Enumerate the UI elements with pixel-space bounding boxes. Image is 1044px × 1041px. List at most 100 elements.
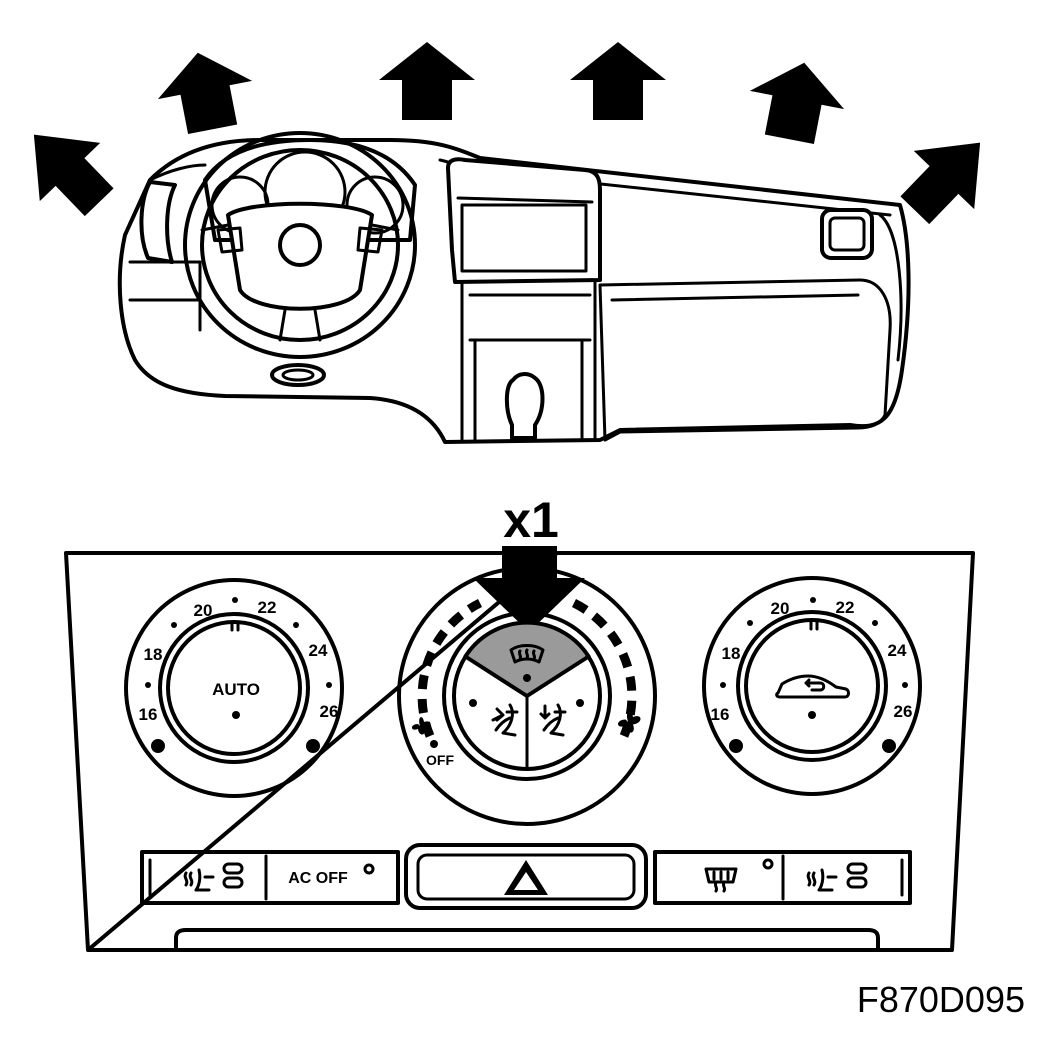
right-scale-18: 18	[722, 644, 741, 663]
left-scale-end-dot	[151, 739, 165, 753]
left-scale-20: 20	[194, 601, 213, 620]
fan-speed-scale	[417, 598, 637, 738]
left-scale-26: 26	[320, 702, 339, 721]
left-scale-22: 22	[258, 598, 277, 617]
rear-window-defrost-button[interactable]	[704, 858, 774, 893]
dashboard	[117, 131, 911, 444]
right-scale-26: 26	[894, 702, 913, 721]
right-dial-bezel	[702, 576, 922, 796]
left-scale-dot	[145, 682, 151, 688]
dash-right-end	[878, 213, 903, 362]
gauge-right	[345, 175, 405, 235]
center-stack-top	[456, 196, 594, 204]
hazard-triangle-icon	[504, 860, 548, 895]
airflow-arrow-icon	[379, 42, 475, 120]
steering-wheel-spokes	[200, 223, 400, 342]
hazard-button[interactable]	[404, 843, 648, 910]
left-scale-end-dot	[306, 739, 320, 753]
steering-wheel	[183, 131, 417, 359]
center-dial-bezel	[397, 566, 657, 826]
right-scale-22: 22	[836, 598, 855, 617]
ac-off-label: AC OFF	[288, 870, 348, 887]
seat-heater-icon	[183, 868, 215, 892]
center-fan-dial[interactable]: OFF	[397, 566, 657, 826]
left-dial-ring	[158, 612, 310, 764]
right-dial-knob[interactable]	[744, 618, 880, 754]
left-scale-dot	[326, 682, 332, 688]
center-dial-ring	[442, 611, 612, 781]
face-vent-indicator	[469, 699, 477, 707]
center-stack	[446, 157, 602, 284]
left-scale-24: 24	[309, 641, 328, 660]
airflow-arrow-icon	[33, 134, 114, 217]
defrost-indicator	[523, 674, 531, 682]
steering-column-oval-inner	[281, 368, 315, 382]
ac-off-indicator	[363, 863, 375, 875]
right-dial-center-dot	[808, 711, 816, 719]
panel-outline	[64, 551, 975, 952]
floor-vent-indicator	[576, 699, 584, 707]
left-dial-knob[interactable]	[166, 620, 302, 756]
bottom-storage-slot	[174, 928, 880, 952]
right-side-vent	[820, 208, 874, 260]
right-scale-24: 24	[888, 641, 907, 660]
press-arrow-icon	[473, 546, 585, 632]
seat-heat-level-indicator	[222, 876, 244, 889]
glove-box-lip	[610, 293, 860, 302]
right-temperature-dial[interactable]: 16 18 20 22 24 26	[702, 576, 922, 796]
left-dial-auto-label: AUTO	[212, 680, 260, 699]
left-seat-heater-button[interactable]	[153, 858, 265, 898]
right-scale-dot	[810, 597, 816, 603]
fan-icon	[412, 717, 430, 735]
right-scale-dot	[872, 620, 878, 626]
steering-column-oval	[270, 363, 326, 387]
rear-defrost-indicator	[762, 858, 774, 870]
left-temperature-dial[interactable]: AUTO 16 18 20 22 24 26	[124, 578, 344, 798]
right-dial-ring	[736, 610, 888, 762]
steering-wheel-rim-outer	[183, 131, 417, 359]
left-dial-marker	[230, 620, 240, 632]
left-dial-bezel	[124, 578, 344, 798]
airflow-arrow-icon	[900, 142, 981, 225]
gear-lever	[504, 372, 545, 440]
seat-heat-level-indicator	[846, 876, 868, 889]
right-button-bar	[653, 850, 912, 905]
fan-icon	[618, 710, 641, 733]
right-button-bar-frame	[653, 850, 912, 905]
windscreen-defrost-icon	[509, 644, 545, 664]
airflow-arrow-icon	[570, 42, 666, 120]
floor-vent-icon	[539, 703, 567, 737]
control-panel: AUTO 16 18 20 22 24 26	[64, 551, 975, 952]
car-recirculation-icon	[775, 674, 850, 699]
left-scale-18: 18	[144, 645, 163, 664]
right-scale-dot	[747, 620, 753, 626]
figure-id: F870D095	[857, 979, 1025, 1020]
seat-heat-level-indicator	[222, 862, 244, 875]
rear-window-defrost-icon	[704, 867, 738, 893]
left-scale-16: 16	[139, 705, 158, 724]
left-scale-dot	[293, 622, 299, 628]
center-stack-panel	[460, 203, 588, 273]
left-dial-center-dot	[232, 711, 240, 719]
right-scale-end-dot	[882, 739, 896, 753]
fan-off-dot	[430, 740, 438, 748]
airflow-arrow-icon	[157, 52, 253, 135]
left-button-bar: AC OFF	[140, 850, 400, 905]
seat-heater-icon	[806, 868, 838, 892]
ac-off-button[interactable]: AC OFF	[288, 863, 375, 887]
airflow-arrows	[33, 42, 981, 225]
steering-wheel-switches	[216, 226, 384, 254]
right-scale-dot	[720, 682, 726, 688]
right-scale-16: 16	[711, 705, 730, 724]
glove-box	[598, 278, 892, 442]
right-scale-dot	[902, 682, 908, 688]
fan-off-label: OFF	[426, 752, 454, 768]
steering-wheel-boss	[278, 223, 322, 267]
right-scale-20: 20	[771, 599, 790, 618]
right-seat-heater-button[interactable]	[806, 862, 868, 892]
left-scale-dot	[232, 597, 238, 603]
right-dial-marker	[809, 619, 819, 631]
seat-heat-level-indicator	[846, 862, 868, 875]
